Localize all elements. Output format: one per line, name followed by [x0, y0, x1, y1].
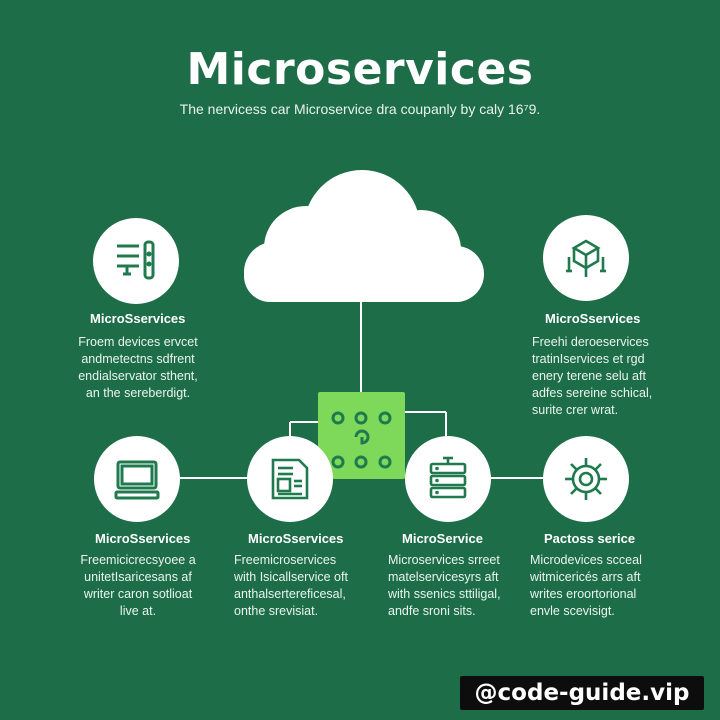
node-description-monitor: Freemicicrecsyoee a unitetIsaricesans af… [80, 553, 196, 618]
document-icon [271, 458, 309, 500]
page-title: Microservices [186, 44, 534, 95]
gear-node [543, 436, 629, 522]
node-description-document: Freemicroservices with Isicallservice of… [234, 553, 348, 618]
monitor-node [94, 436, 180, 522]
server-stack-icon [429, 456, 467, 499]
network-cube-icon [566, 239, 606, 277]
document-node [247, 436, 333, 522]
node-heading-document: MicroSservices [248, 531, 344, 546]
gear-icon [565, 458, 607, 500]
node-heading-monitor: MicroSservices [95, 531, 191, 546]
node-description-server-rack: Froem devices ervcet andmetectns sdfrent… [78, 335, 198, 400]
server-rack-node [93, 218, 179, 304]
node-description-network-cube: Freehi deroeservices tratinIservices et … [532, 335, 653, 417]
page-subtitle: The nervicess car Microservice dra coupa… [179, 101, 541, 117]
network-cube-node [543, 215, 629, 301]
server-stack-node [405, 436, 491, 522]
node-heading-gear: Pactoss serice [544, 531, 636, 546]
node-heading-server-rack: MicroSservices [90, 311, 186, 326]
watermark: @code-guide.vip [460, 676, 704, 710]
node-heading-network-cube: MicroSservices [545, 311, 641, 326]
node-description-server-stack: Microservices srreet matelservicesyrs af… [388, 553, 501, 618]
monitor-icon [114, 460, 160, 500]
cloud-icon [244, 170, 484, 302]
node-description-gear: Microdevices scceal witmicericés arrs af… [530, 553, 642, 618]
node-heading-server-stack: MicroService [402, 531, 483, 546]
central-hub [318, 392, 405, 479]
server-rack-icon [117, 240, 155, 280]
